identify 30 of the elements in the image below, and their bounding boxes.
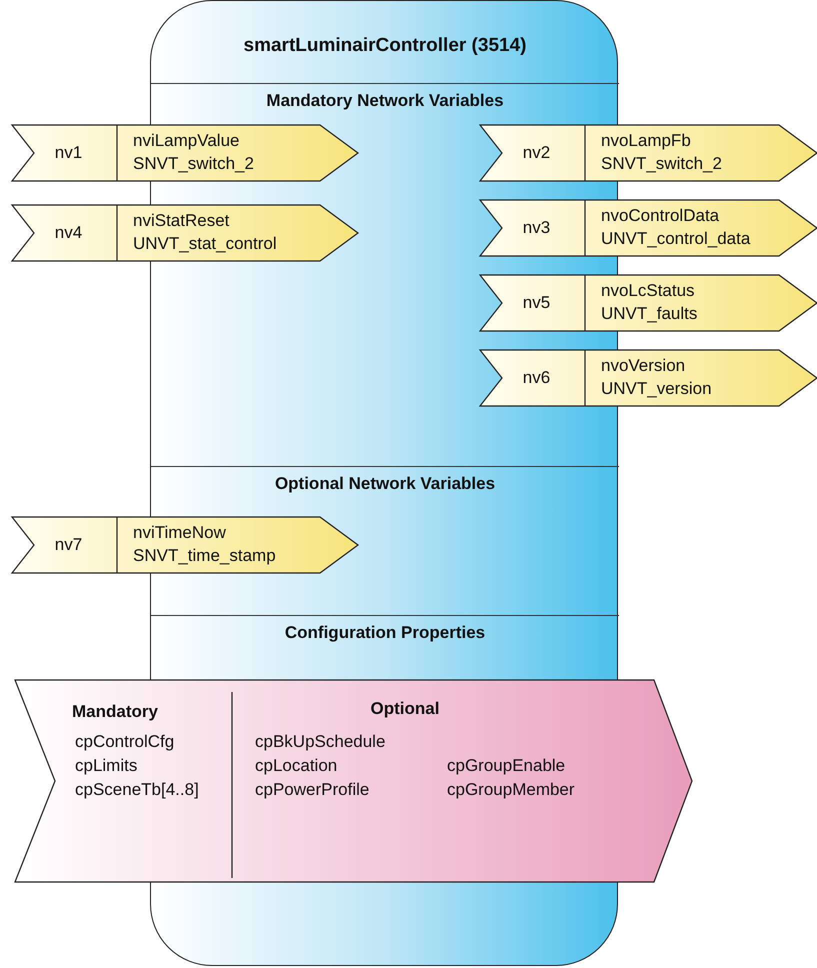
- variable-type: SNVT_switch_2: [601, 153, 722, 175]
- variable-number: nv5: [522, 292, 552, 314]
- variable-type: UNVT_stat_control: [133, 233, 277, 255]
- variable-number: nv3: [522, 217, 552, 239]
- section-heading: Configuration Properties: [284, 622, 486, 644]
- variable-name: nviStatReset: [133, 210, 230, 232]
- group-heading: Mandatory: [72, 701, 158, 723]
- variable-number: nv4: [54, 222, 84, 244]
- group-heading: Optional: [370, 698, 440, 720]
- variable-name: nvoLampFb: [601, 130, 691, 152]
- property-list: cpBkUpSchedule cpLocation cpPowerProfile: [255, 730, 430, 802]
- variable-type: UNVT_control_data: [601, 228, 750, 250]
- variable-number: nv6: [522, 367, 552, 389]
- variable-number: nv2: [522, 142, 552, 164]
- variable-type: UNVT_version: [601, 378, 712, 400]
- variable-name: nviLampValue: [133, 130, 240, 152]
- section-heading: Mandatory Network Variables: [265, 90, 505, 112]
- variable-type: SNVT_time_stamp: [133, 545, 276, 567]
- variable-type: UNVT_faults: [601, 303, 698, 325]
- property-list: cpControlCfg cpLimits cpSceneTb[4..8]: [75, 730, 225, 802]
- variable-name: nvoVersion: [601, 355, 686, 377]
- section-heading: Optional Network Variables: [274, 473, 496, 495]
- variable-number: nv7: [54, 534, 84, 556]
- variable-number: nv1: [54, 142, 84, 164]
- property-list: cpGroupEnable cpGroupMember: [447, 754, 597, 802]
- variable-name: nvoLcStatus: [601, 280, 695, 302]
- block-title: smartLuminairController (3514): [242, 34, 528, 58]
- variable-name: nviTimeNow: [133, 522, 226, 544]
- variable-type: SNVT_switch_2: [133, 153, 254, 175]
- variable-name: nvoControlData: [601, 205, 720, 227]
